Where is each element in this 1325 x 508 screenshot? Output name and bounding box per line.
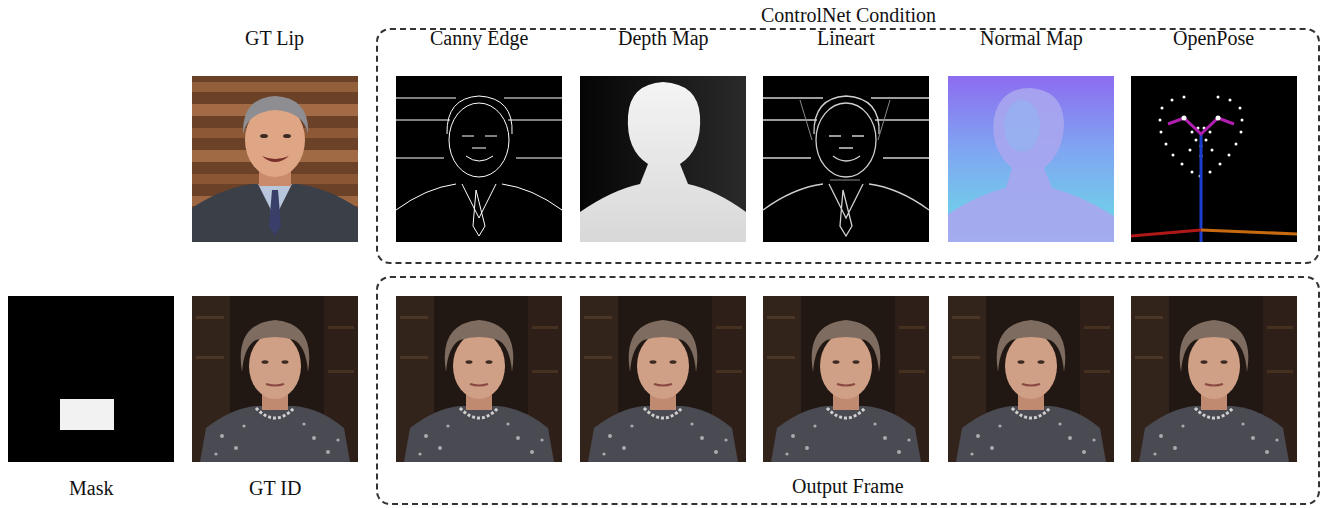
image-caption: Mask — [69, 477, 113, 499]
openpose-image — [1131, 76, 1297, 242]
condition-group: ControlNet Condition — [376, 28, 1320, 264]
output-frame-photo — [396, 296, 562, 462]
group-title: Output Frame — [786, 475, 910, 497]
gt-lip-photo — [192, 76, 358, 242]
output-group: Output Frame — [376, 276, 1320, 505]
depth-map-image — [580, 76, 746, 242]
canny-edge-image — [396, 76, 562, 242]
output-frame-photo — [948, 296, 1114, 462]
image-caption: Canny Edge — [430, 27, 528, 49]
image-caption: GT Lip — [245, 27, 304, 49]
image-caption: GT ID — [249, 477, 301, 499]
image-caption: Normal Map — [980, 27, 1083, 49]
image-caption: Lineart — [817, 27, 875, 49]
image-caption: OpenPose — [1173, 27, 1254, 49]
image-caption: Depth Map — [618, 27, 709, 49]
lineart-image — [763, 76, 929, 242]
group-title: ControlNet Condition — [761, 4, 936, 26]
output-frame-photo — [580, 296, 746, 462]
gt-id-photo — [192, 296, 358, 462]
output-frame-photo — [763, 296, 929, 462]
normal-map-image — [948, 76, 1114, 242]
mask-image — [8, 296, 174, 462]
output-frame-photo — [1131, 296, 1297, 462]
